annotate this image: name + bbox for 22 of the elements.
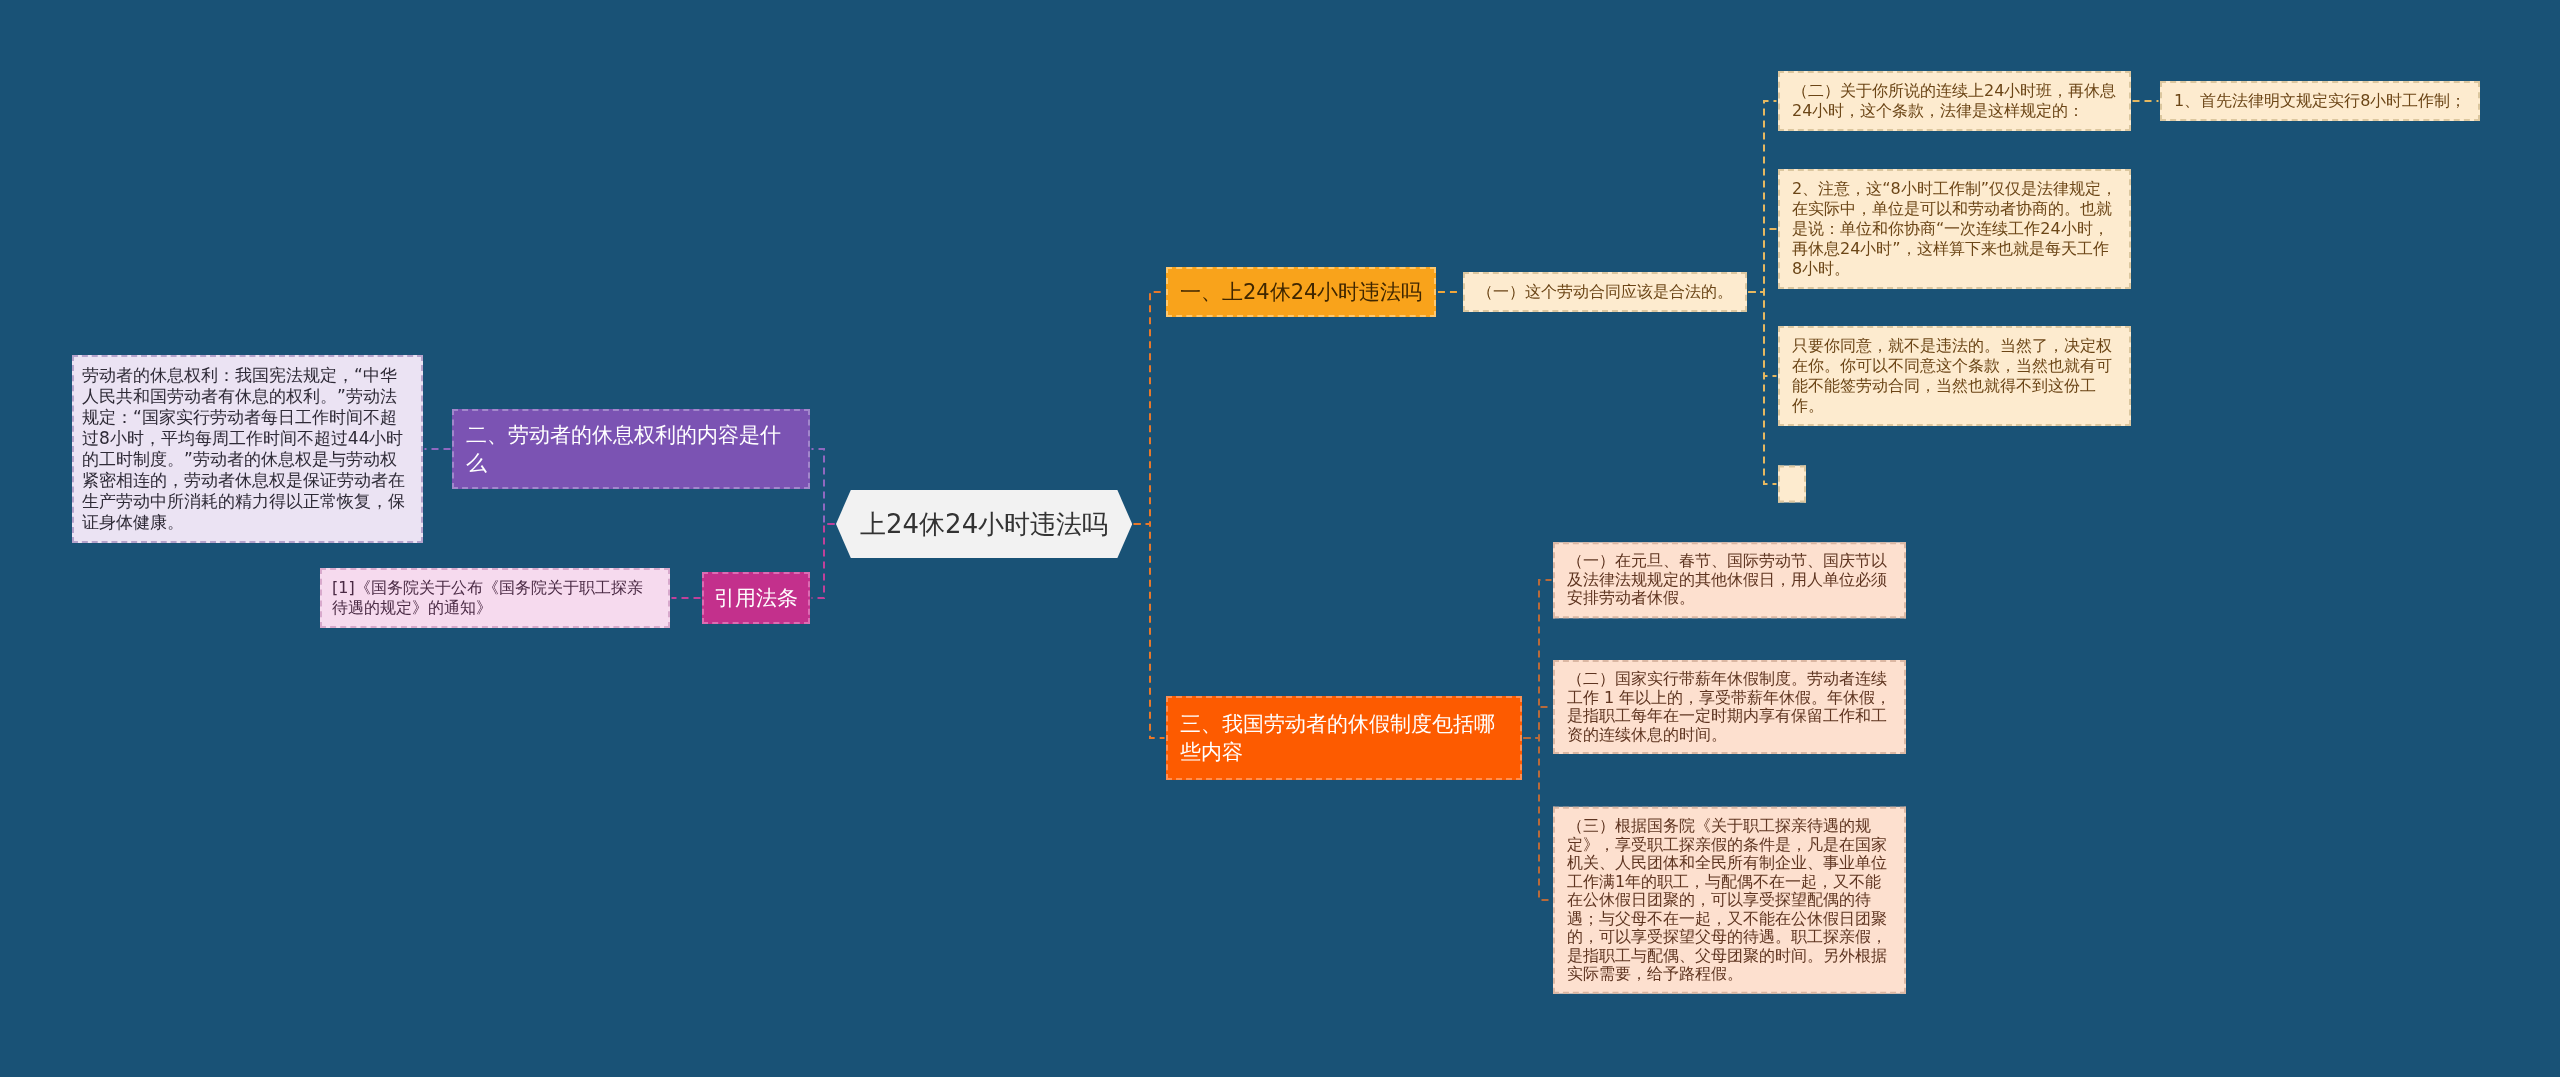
- central-topic: 上24休24小时违法吗: [836, 490, 1133, 558]
- branch-box: 三、我国劳动者的休假制度包括哪些内容: [1166, 696, 1522, 780]
- branch-box: 引用法条: [702, 572, 810, 624]
- branch-box: 二、劳动者的休息权利的内容是什么: [452, 409, 810, 489]
- branch-box: 一、上24休24小时违法吗: [1166, 267, 1437, 317]
- connector-line: [670, 597, 702, 599]
- reference-box: [1]《国务院关于公布《国务院关于职工探亲待遇的规定》的通知》: [320, 568, 670, 628]
- text-box: （二）关于你所说的连续上24小时班，再休息24小时，这个条款，法律是这样规定的：: [1778, 71, 2131, 131]
- text-box: 2、注意，这“8小时工作制”仅仅是法律规定，在实际中，单位是可以和劳动者协商的。也就是说：单位和你协商“一次连续工作24小时，再休息24小时”，这样算下来也就是每天工作8小时。: [1778, 169, 2131, 289]
- connector-line: [1747, 291, 1778, 485]
- connector-line: [2131, 100, 2160, 102]
- text-box: 只要你同意，就不是违法的。当然了，决定权在你。你可以不同意这个条款，当然也就有可能不能签劳动合同，当然也就得不到这份工作。: [1778, 326, 2131, 426]
- text-box: 1、首先法律明文规定实行8小时工作制；: [2160, 81, 2481, 121]
- connector-line: [1132, 523, 1166, 739]
- text-box: 劳动者的休息权利：我国宪法规定，“中华人民共和国劳动者有休息的权利。”劳动法规定：“国家实行劳动者每日工作时间不超过8小时，平均每周工作时间不超过44小时的工时制度。”劳动者的休息权是与劳动权紧密相连的，劳动者休息权是保证劳动者在生产劳动中所消耗的精力得以正常恢复，保证身体健康。: [72, 355, 423, 543]
- connector-line: [810, 523, 836, 599]
- text-box: （一）这个劳动合同应该是合法的。: [1463, 272, 1747, 312]
- text-box: （一）在元旦、春节、国际劳动节、国庆节以及法律法规规定的其他休假日，用人单位必须安排劳动者休假。: [1553, 542, 1906, 618]
- connector-line: [423, 448, 452, 450]
- text-box: （二）国家实行带薪年休假制度。劳动者连续工作 1 年以上的，享受带薪年休假。年休假，是指职工每年在一定时期内享有保留工作和工资的连续休息的时间。: [1553, 660, 1906, 754]
- text-box: （三）根据国务院《关于职工探亲待遇的规定》，享受职工探亲假的条件是，凡是在国家机关、人民团体和全民所有制企业、事业单位工作满1年的职工，与配偶不在一起，又不能在公休假日团聚的，可以享受探望配偶的待遇；与父母不在一起，又不能在公休假日团聚的，可以享受探望父母的待遇。职工探亲假，是指职工与配偶、父母团聚的时间。另外根据实际需要，给予路程假。: [1553, 806, 1906, 994]
- empty-box: [1778, 465, 1806, 503]
